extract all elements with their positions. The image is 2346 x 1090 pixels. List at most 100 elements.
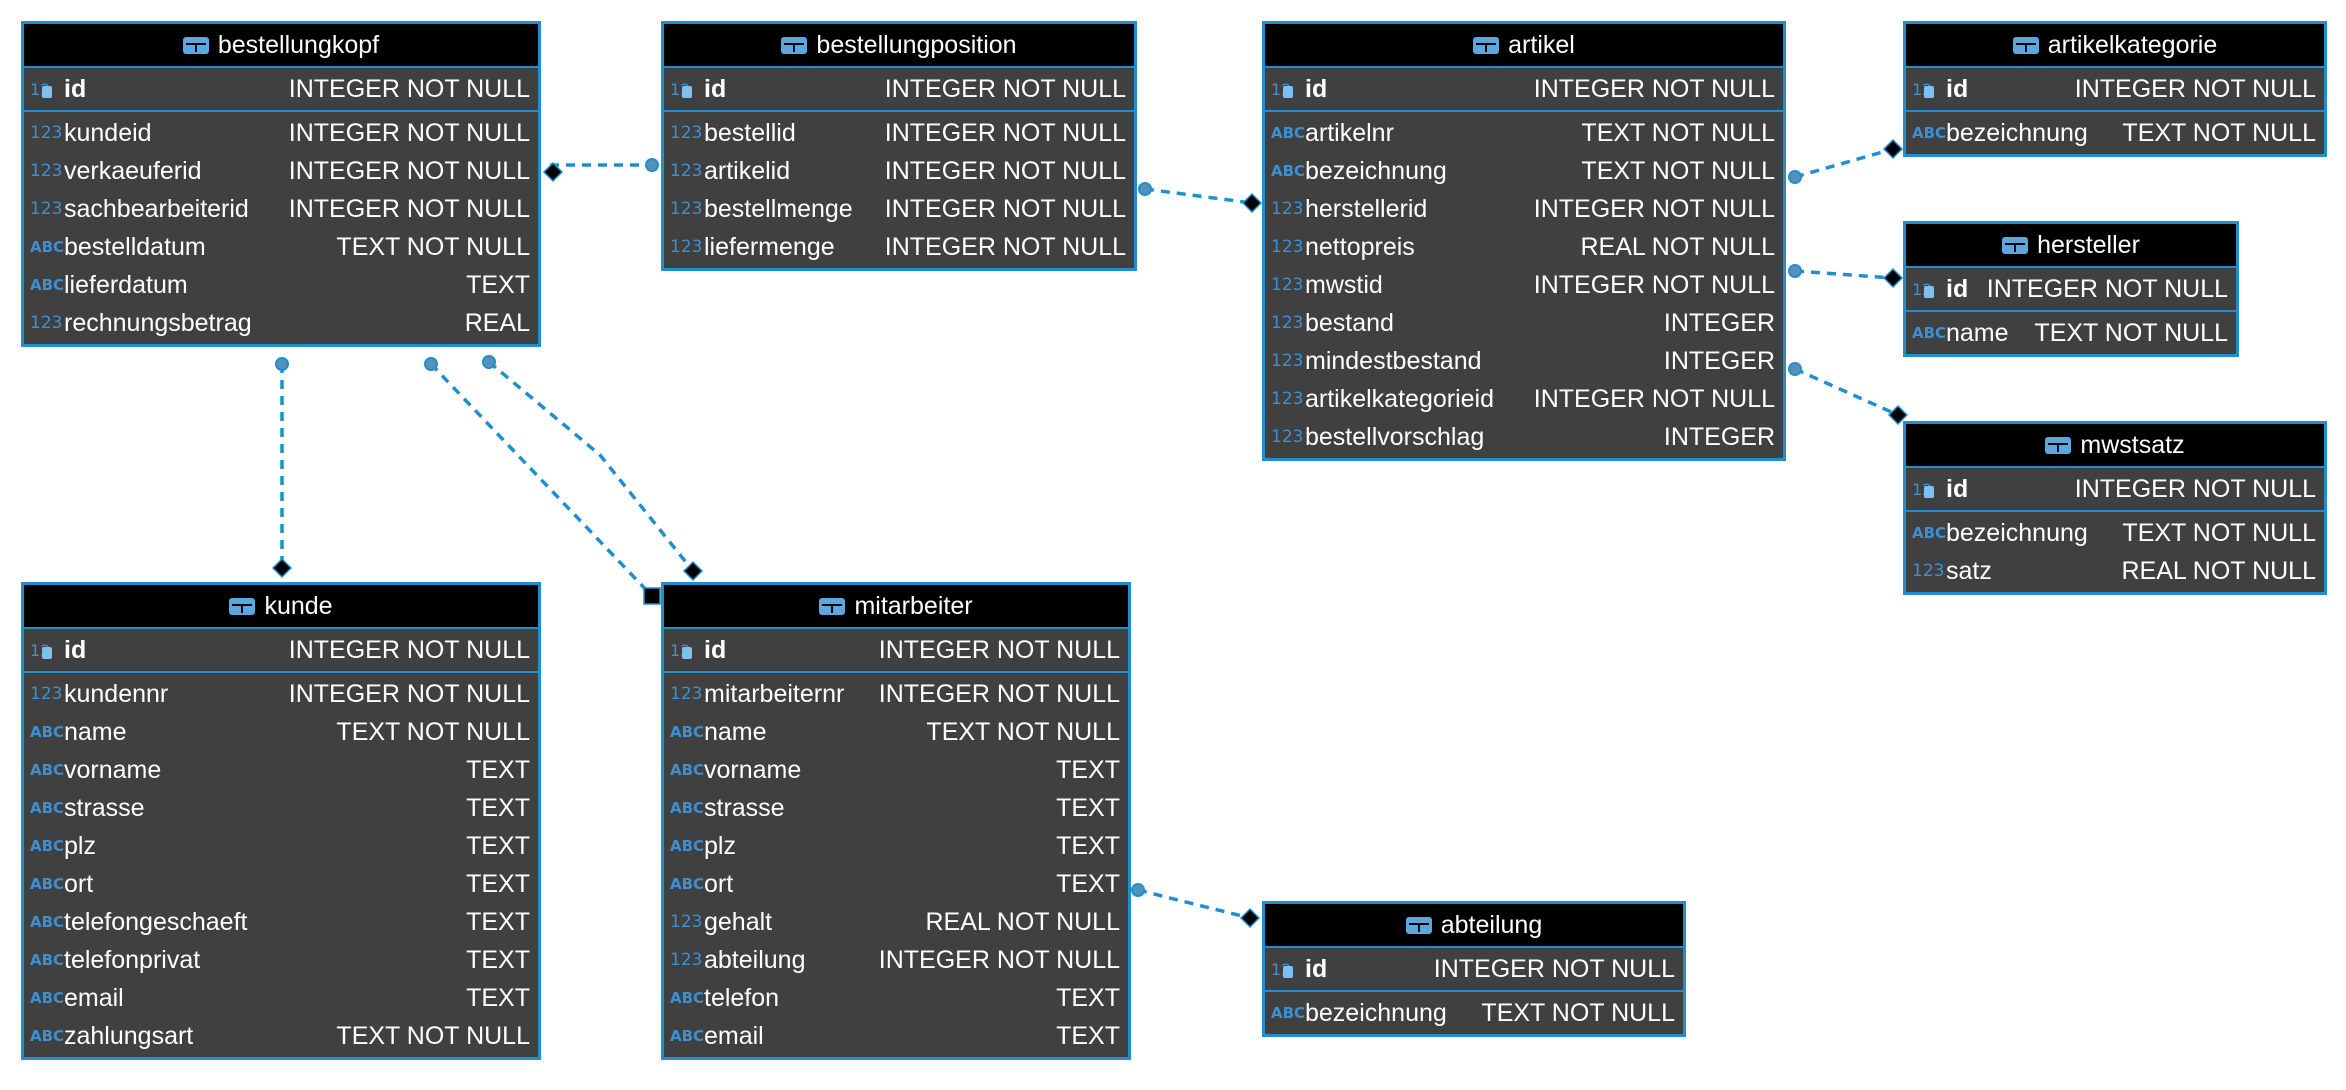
table-title: hersteller bbox=[2037, 230, 2140, 259]
table-header[interactable]: hersteller bbox=[1906, 224, 2236, 268]
table-header[interactable]: mwstsatz bbox=[1906, 424, 2324, 468]
column-name: strasse bbox=[704, 793, 785, 822]
relation-target-diamond bbox=[1882, 267, 1904, 289]
relationship-line[interactable] bbox=[487, 360, 695, 573]
column-name: rechnungsbetrag bbox=[64, 308, 252, 337]
column-name: id bbox=[704, 635, 727, 664]
table-header[interactable]: mitarbeiter bbox=[664, 585, 1128, 629]
text-type-icon: ABC bbox=[30, 989, 65, 1007]
relationship-line[interactable] bbox=[1144, 187, 1253, 205]
column-type: TEXT bbox=[1056, 869, 1120, 898]
table-icon bbox=[182, 36, 209, 54]
relationship-line[interactable] bbox=[1794, 269, 1894, 280]
text-type-icon: ABC bbox=[670, 761, 705, 779]
relation-origin-circle bbox=[275, 357, 289, 371]
column-name: satz bbox=[1946, 556, 1992, 585]
table-header[interactable]: abteilung bbox=[1265, 904, 1683, 948]
text-type-icon: ABC bbox=[30, 761, 65, 779]
table-header[interactable]: kunde bbox=[24, 585, 538, 629]
column-name: id bbox=[1946, 474, 1969, 503]
relationship-line[interactable] bbox=[429, 362, 654, 598]
column-type: INTEGER NOT NULL bbox=[884, 74, 1126, 103]
table-header[interactable]: artikelkategorie bbox=[1906, 24, 2324, 68]
relation-origin-circle bbox=[1788, 170, 1802, 184]
table-icon bbox=[2045, 436, 2072, 454]
table-header[interactable]: bestellungkopf bbox=[24, 24, 538, 68]
primary-key-icon: 12 bbox=[1912, 79, 1934, 99]
relationship-line[interactable] bbox=[1137, 888, 1251, 920]
table-header[interactable]: artikel bbox=[1265, 24, 1783, 68]
column-name: bestellmenge bbox=[704, 194, 853, 223]
table-title: mwstsatz bbox=[2080, 430, 2185, 459]
table-header[interactable]: bestellungposition bbox=[664, 24, 1134, 68]
relationship-line[interactable] bbox=[1794, 367, 1899, 417]
relationship-line[interactable] bbox=[1794, 147, 1894, 179]
